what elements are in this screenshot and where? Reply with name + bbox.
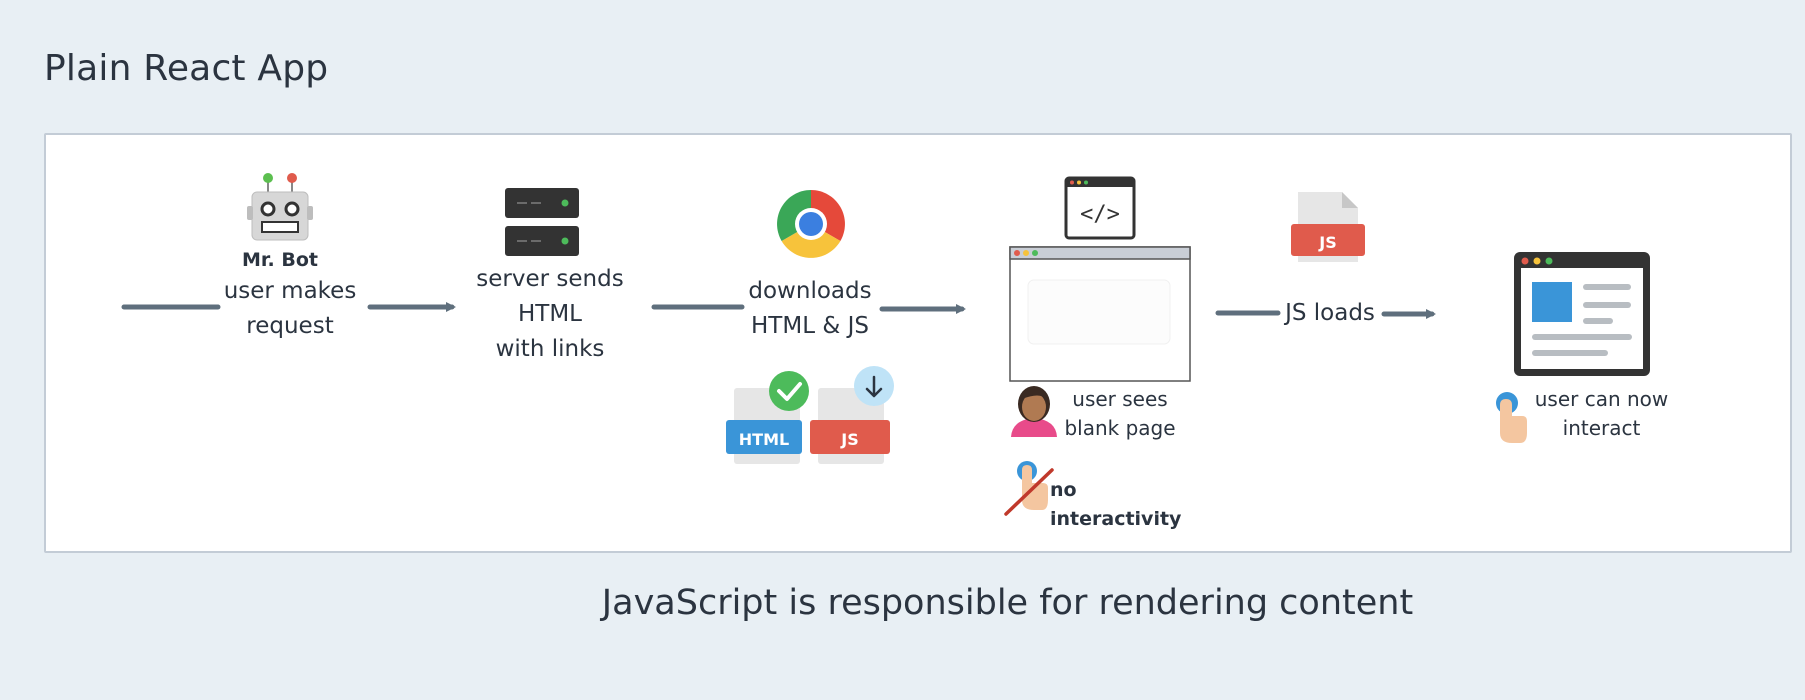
js-loads-badge-text: JS	[1318, 233, 1336, 252]
html-file-icon: HTML	[726, 371, 809, 464]
page-title: Plain React App	[44, 48, 329, 89]
flow-arrows	[121, 302, 1436, 319]
browser-window-icon	[1009, 246, 1191, 382]
code-window-icon: </>	[1064, 176, 1136, 240]
js-file-icon: JS	[1291, 192, 1365, 262]
js-file-icon: JS	[810, 366, 894, 464]
blank-page-label: user sees blank page	[1064, 387, 1176, 440]
js-badge-text: JS	[840, 430, 858, 449]
crossed-hand-icon	[1004, 461, 1054, 516]
server-label: server sends HTML with links	[476, 266, 624, 362]
caption: JavaScript is responsible for rendering …	[601, 583, 1414, 623]
pointer-hand-icon	[1496, 392, 1527, 443]
chrome-icon	[777, 190, 845, 258]
server-icon	[505, 188, 579, 256]
js-loads-label: JS loads	[1285, 300, 1375, 326]
bot-name-label: Mr. Bot	[241, 249, 319, 271]
request-label: user makes request	[223, 278, 357, 339]
diagram-panel	[44, 133, 1792, 553]
user-avatar-icon	[1011, 386, 1057, 437]
code-symbol: </>	[1080, 202, 1120, 227]
interact-label: user can now interact	[1534, 387, 1669, 440]
webpage-icon	[1514, 252, 1650, 376]
robot-icon	[247, 173, 313, 241]
html-badge-text: HTML	[739, 430, 789, 449]
download-label: downloads HTML & JS	[748, 278, 872, 339]
no-interactivity-label: no interactivity	[1050, 479, 1182, 530]
